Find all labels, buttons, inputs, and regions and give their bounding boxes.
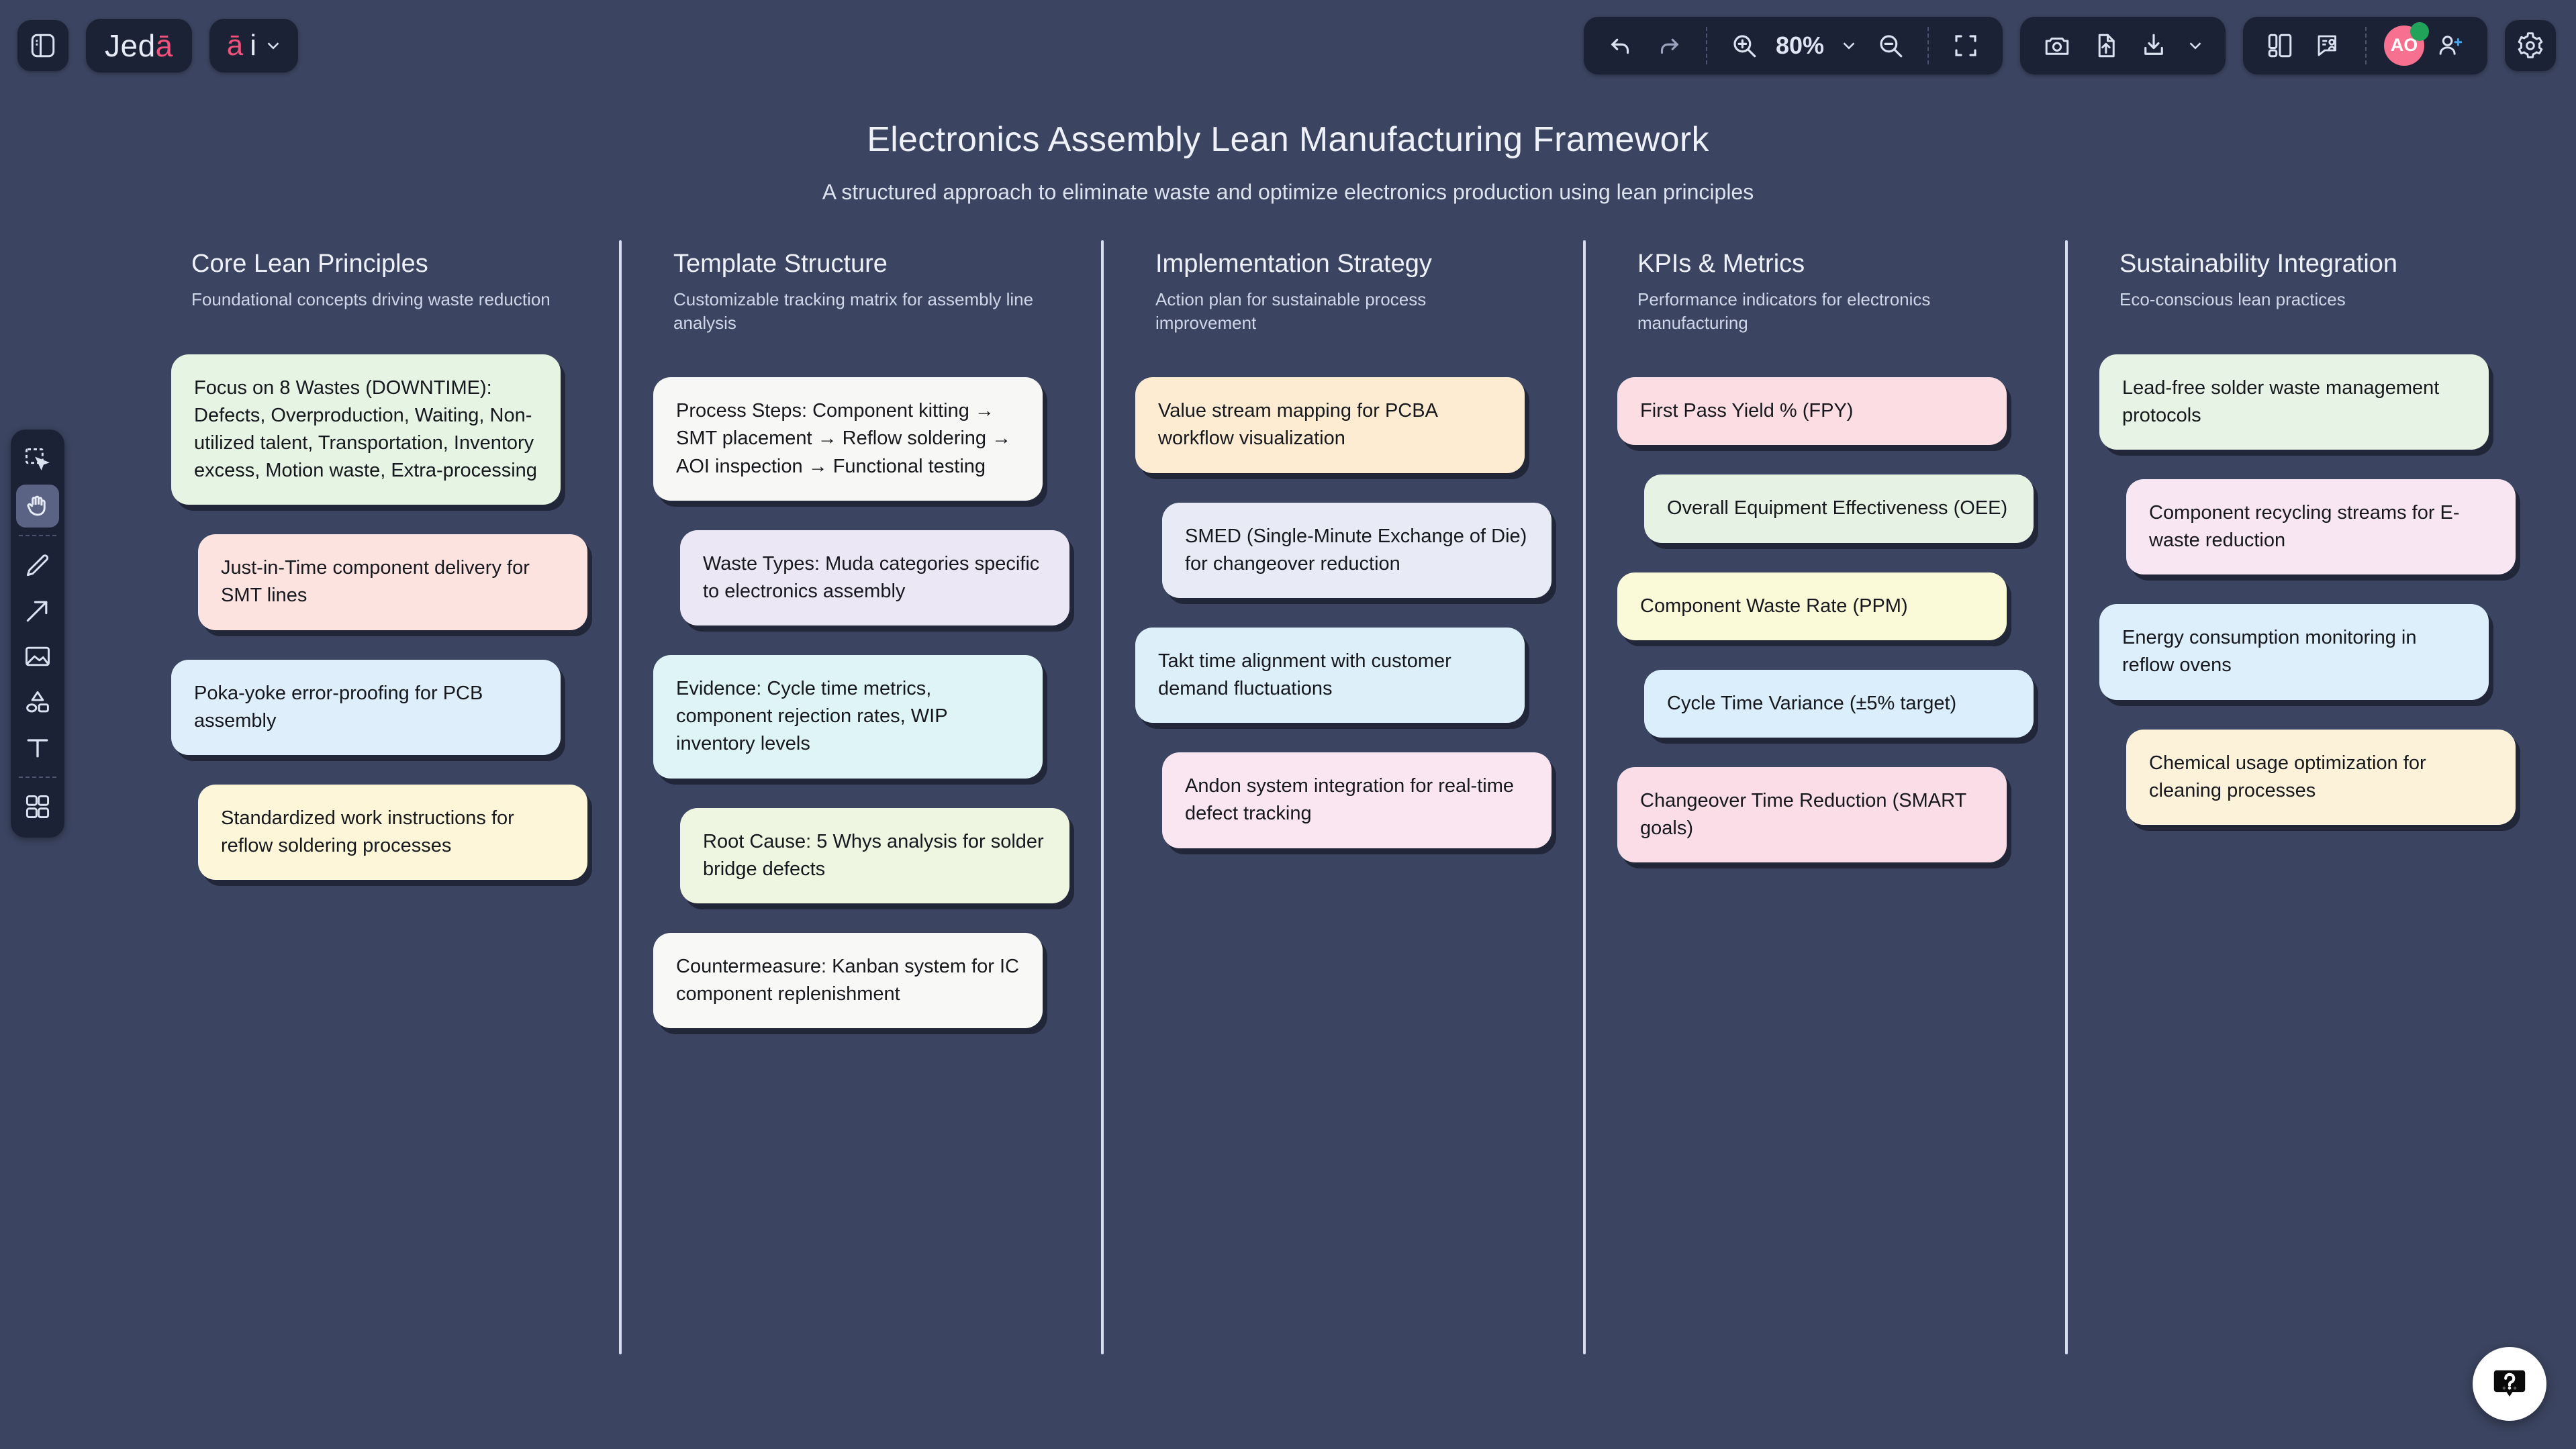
toolbar-divider xyxy=(2365,26,2367,64)
hand-tool[interactable] xyxy=(16,485,59,528)
toolbar-divider xyxy=(19,535,56,536)
column-subtitle: Customizable tracking matrix for assembl… xyxy=(673,289,1034,333)
toolbar-divider xyxy=(1705,26,1707,64)
sticky-card[interactable]: Poka-yoke error-proofing for PCB assembl… xyxy=(171,659,561,755)
present-button[interactable] xyxy=(2306,23,2350,68)
history-zoom-group: 80% xyxy=(1583,16,2003,74)
column-subtitle: Eco-conscious lean practices xyxy=(2119,289,2346,309)
chevron-down-icon xyxy=(2189,42,2201,50)
sticky-card[interactable]: Standardized work instructions for reflo… xyxy=(198,784,587,881)
arrow-tool[interactable] xyxy=(16,589,59,632)
sticky-card[interactable]: Takt time alignment with customer demand… xyxy=(1135,627,1525,723)
sticky-card[interactable]: First Pass Yield % (FPY) xyxy=(1617,377,2007,446)
sticky-card[interactable]: Energy consumption monitoring in reflow … xyxy=(2099,604,2489,700)
brand-accent-char: ā xyxy=(155,28,173,63)
zoom-out-button[interactable] xyxy=(1868,23,1913,68)
zoom-dropdown-button[interactable] xyxy=(1833,23,1864,68)
sidebar-toggle-button[interactable] xyxy=(17,19,68,71)
screenshot-button[interactable] xyxy=(2035,23,2079,68)
column-title: Implementation Strategy xyxy=(1155,250,1432,278)
toolbar-right-group: 80% xyxy=(1583,16,2576,74)
column-title: Sustainability Integration xyxy=(2119,250,2398,278)
help-icon xyxy=(2493,1370,2526,1397)
brand-name: Jed xyxy=(105,28,156,63)
column-subtitle: Performance indicators for electronics m… xyxy=(1637,289,1931,333)
avatar[interactable]: AO xyxy=(2384,21,2429,66)
board-title: Electronics Assembly Lean Manufacturing … xyxy=(867,120,1709,159)
chevron-down-icon xyxy=(1843,42,1855,50)
ai-label: ā xyxy=(226,28,244,62)
templates-tool[interactable] xyxy=(16,785,59,828)
toolbar-divider xyxy=(19,777,56,778)
sticky-card[interactable]: Evidence: Cycle time metrics, component … xyxy=(653,655,1043,779)
help-button[interactable] xyxy=(2473,1347,2546,1421)
sticky-card[interactable]: Lead-free solder waste management protoc… xyxy=(2099,354,2489,450)
column-divider-line xyxy=(1101,240,1104,1354)
download-button[interactable] xyxy=(2132,23,2176,68)
chevron-down-icon xyxy=(267,42,279,50)
image-tool[interactable] xyxy=(16,635,59,678)
sticky-card[interactable]: Changeover Time Reduction (SMART goals) xyxy=(1617,766,2007,863)
online-status-dot xyxy=(2410,21,2429,41)
settings-button[interactable] xyxy=(2505,19,2556,71)
sticky-card[interactable]: Process Steps: Component kitting → SMT p… xyxy=(653,377,1043,501)
sticky-card[interactable]: Overall Equipment Effectiveness (OEE) xyxy=(1644,474,2034,543)
board-subtitle: A structured approach to eliminate waste… xyxy=(822,180,1754,204)
sticky-card[interactable]: Waste Types: Muda categories specific to… xyxy=(680,530,1069,626)
undo-button[interactable] xyxy=(1599,23,1643,68)
download-options-button[interactable] xyxy=(2180,23,2211,68)
sticky-card[interactable]: Cycle Time Variance (±5% target) xyxy=(1644,669,2034,738)
pen-tool[interactable] xyxy=(16,544,59,587)
sticky-card[interactable]: Component Waste Rate (PPM) xyxy=(1617,572,2007,640)
sticky-card[interactable]: Value stream mapping for PCBA workflow v… xyxy=(1135,377,1525,473)
left-toolbar xyxy=(11,430,64,838)
zoom-in-button[interactable] xyxy=(1722,23,1766,68)
fit-to-screen-button[interactable] xyxy=(1944,23,1988,68)
column-divider-line xyxy=(1583,240,1586,1354)
sticky-card[interactable]: SMED (Single-Minute Exchange of Die) for… xyxy=(1162,502,1552,598)
layout-button[interactable] xyxy=(2258,23,2302,68)
shapes-tool[interactable] xyxy=(16,681,59,723)
column-divider-line xyxy=(2065,240,2068,1354)
column-divider-line xyxy=(619,240,622,1354)
text-tool[interactable] xyxy=(16,726,59,769)
column-subtitle: Foundational concepts driving waste redu… xyxy=(191,289,551,309)
sticky-card[interactable]: Just-in-Time component delivery for SMT … xyxy=(198,534,587,630)
ai-label-suffix: i xyxy=(250,28,257,62)
collaboration-group: AO xyxy=(2243,16,2487,74)
sticky-card[interactable]: Component recycling streams for E-waste … xyxy=(2126,479,2516,575)
sticky-card[interactable]: Focus on 8 Wastes (DOWNTIME): Defects, O… xyxy=(171,354,561,505)
column-subtitle: Action plan for sustainable process impr… xyxy=(1155,289,1427,333)
select-tool[interactable] xyxy=(16,439,59,482)
add-member-button[interactable] xyxy=(2428,23,2473,68)
sticky-card[interactable]: Countermeasure: Kanban system for IC com… xyxy=(653,932,1043,1029)
upload-button[interactable] xyxy=(2083,23,2128,68)
sticky-card[interactable]: Andon system integration for real-time d… xyxy=(1162,752,1552,848)
toolbar-divider xyxy=(1927,26,1929,64)
zoom-level-value[interactable]: 80% xyxy=(1775,31,1824,59)
column-title: Template Structure xyxy=(673,250,888,278)
column-title: Core Lean Principles xyxy=(191,250,428,278)
column-title: KPIs & Metrics xyxy=(1637,250,1805,278)
sticky-card[interactable]: Chemical usage optimization for cleaning… xyxy=(2126,729,2516,825)
sticky-card[interactable]: Root Cause: 5 Whys analysis for solder b… xyxy=(680,807,1069,903)
export-group xyxy=(2020,16,2226,74)
redo-button[interactable] xyxy=(1647,23,1691,68)
